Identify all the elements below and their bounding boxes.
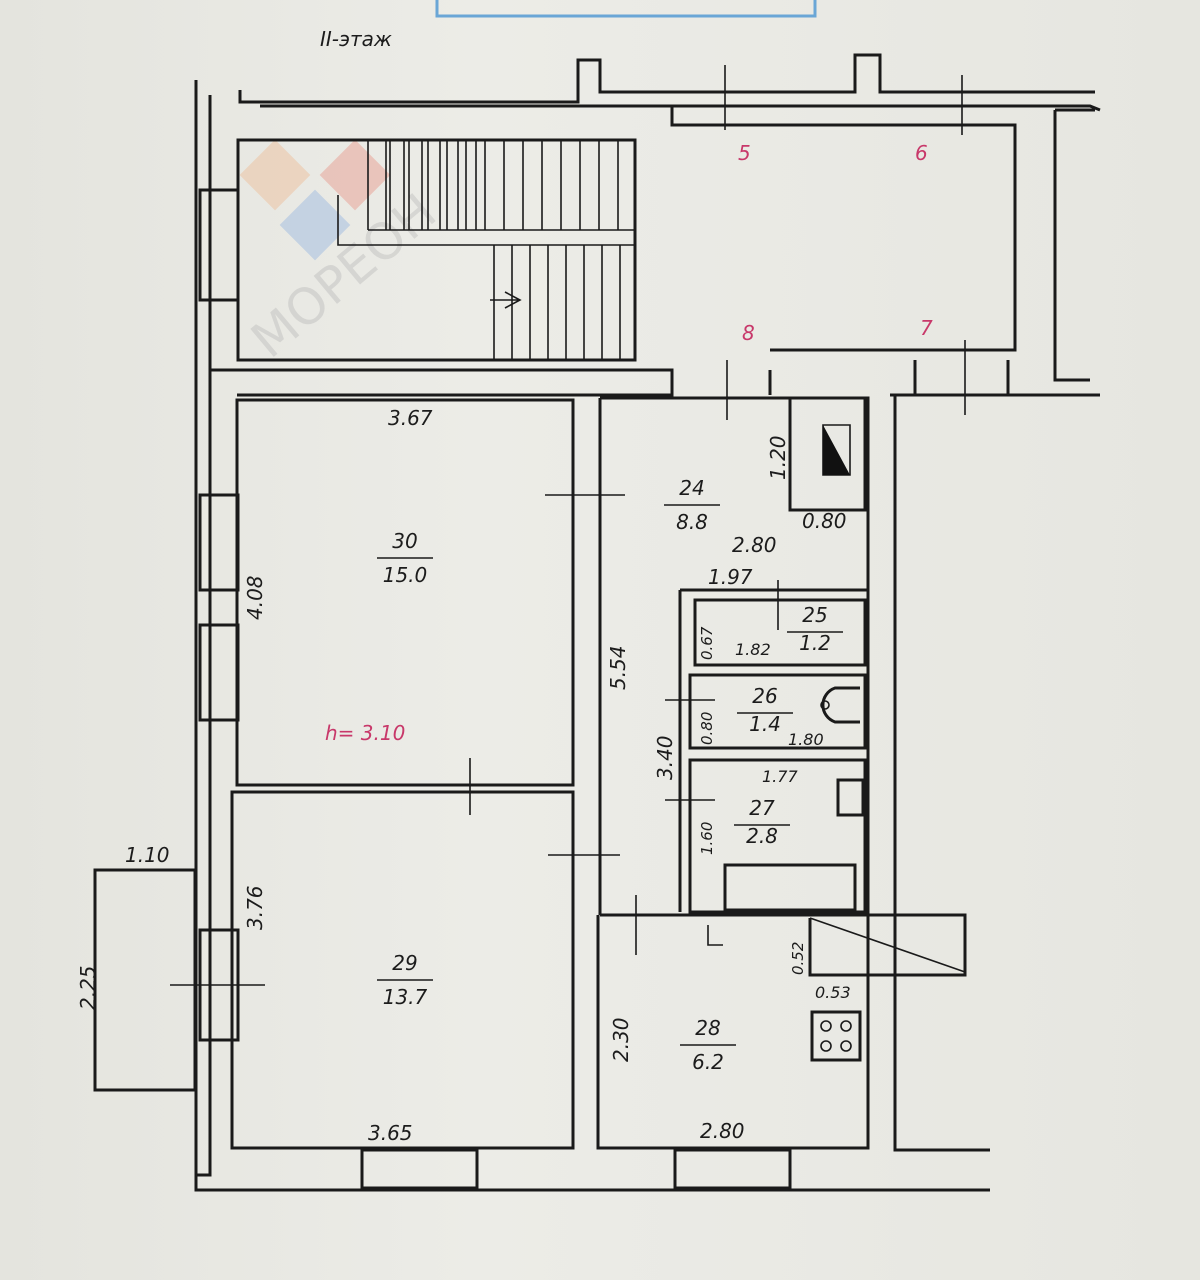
dim: 1.82 bbox=[735, 640, 771, 659]
stair-arrow-icon bbox=[490, 291, 522, 309]
dim: 1.10 bbox=[125, 843, 170, 867]
room-number: 30 bbox=[392, 529, 417, 553]
dim: 3.76 bbox=[243, 885, 267, 930]
room-number: 25 bbox=[802, 603, 827, 627]
room-area: 1.2 bbox=[799, 631, 831, 655]
dim: 4.08 bbox=[243, 575, 267, 620]
dim: 1.97 bbox=[708, 565, 753, 589]
room-area: 8.8 bbox=[676, 510, 708, 534]
dim: 5.54 bbox=[606, 645, 630, 690]
axis-mark-6: 6 bbox=[915, 141, 928, 165]
dim: 1.20 bbox=[766, 435, 790, 480]
room-26: 261.4 bbox=[737, 684, 793, 736]
axis-mark-8: 8 bbox=[742, 321, 755, 345]
room-28: 286.2 bbox=[680, 1016, 736, 1074]
room-area: 13.7 bbox=[383, 985, 428, 1009]
room-29: 29 13.7 bbox=[377, 951, 433, 1009]
room-area: 15.0 bbox=[383, 563, 428, 587]
dim: 1.77 bbox=[762, 767, 798, 786]
room-27: 272.8 bbox=[734, 796, 790, 848]
room-area: 6.2 bbox=[692, 1050, 724, 1074]
axis-marks: 5 6 7 8 bbox=[738, 141, 933, 345]
dim: 3.67 bbox=[388, 406, 433, 430]
room-24: 248.8 bbox=[664, 476, 720, 534]
room-number: 26 bbox=[752, 684, 777, 708]
dim: 0.52 bbox=[789, 942, 807, 975]
room-number: 24 bbox=[679, 476, 704, 500]
room-30: 30 15.0 bbox=[377, 529, 433, 587]
walls bbox=[93, 53, 1101, 1192]
floor-label: II-этаж bbox=[320, 27, 392, 51]
dim: 2.25 bbox=[76, 965, 100, 1010]
axis-mark-5: 5 bbox=[738, 141, 751, 165]
axis-mark-7: 7 bbox=[920, 316, 933, 340]
room-number: 27 bbox=[749, 796, 775, 820]
stamp-box bbox=[435, 0, 817, 18]
dim: 0.80 bbox=[698, 712, 716, 745]
watermark-logo: МОРЕОН bbox=[239, 139, 447, 370]
room-area: 2.8 bbox=[746, 824, 778, 848]
dimensions: 3.67 4.08 3.76 3.65 1.10 2.25 2.80 5.54 … bbox=[76, 406, 851, 1145]
ceiling-height: h= 3.10 bbox=[325, 721, 405, 745]
svg-text:МОРЕОН: МОРЕОН bbox=[240, 183, 447, 370]
room-area: 1.4 bbox=[749, 712, 781, 736]
dim: 0.53 bbox=[815, 983, 851, 1002]
dim: 3.40 bbox=[653, 735, 677, 780]
dim: 0.67 bbox=[698, 626, 716, 660]
staircase bbox=[337, 140, 635, 360]
room-number: 29 bbox=[392, 951, 417, 975]
dim: 1.60 bbox=[698, 822, 716, 855]
room-number: 28 bbox=[695, 1016, 720, 1040]
dim: 3.65 bbox=[368, 1121, 413, 1145]
dim: 2.80 bbox=[700, 1119, 745, 1143]
dim: 1.80 bbox=[788, 730, 824, 749]
dim: 2.80 bbox=[732, 533, 777, 557]
dim: 2.30 bbox=[609, 1017, 633, 1062]
room-25: 251.2 bbox=[787, 603, 843, 655]
dim: 0.80 bbox=[802, 509, 847, 533]
